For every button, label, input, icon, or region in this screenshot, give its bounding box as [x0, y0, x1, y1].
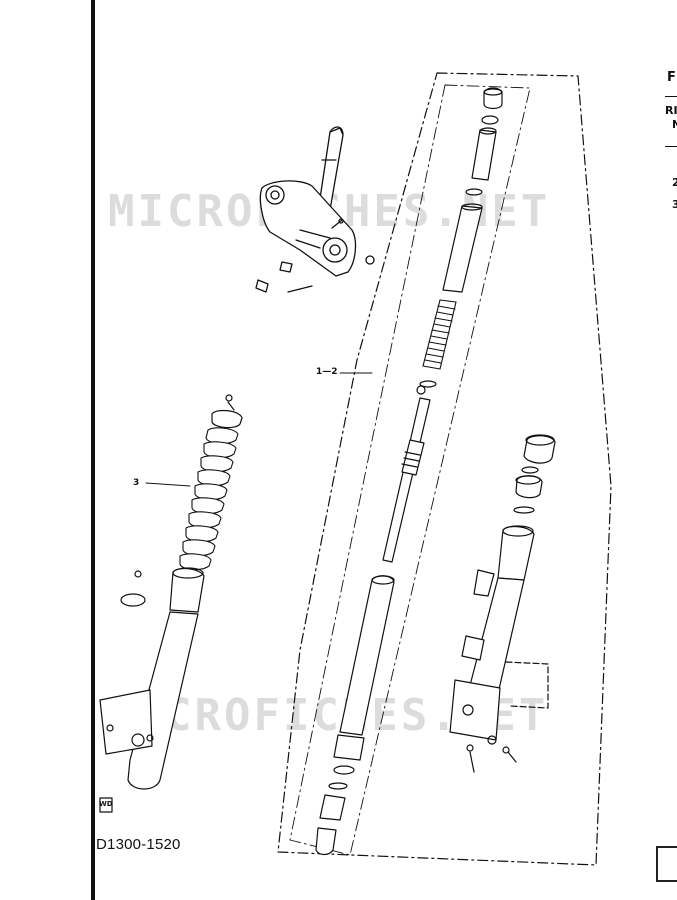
- binding-rule: [91, 0, 95, 900]
- inner-tube-guide-line: [289, 84, 531, 856]
- callout-leader-3: [145, 482, 191, 487]
- part-code-label: D1300-1520: [96, 836, 181, 853]
- right-column-row-2: 2: [672, 176, 677, 189]
- callout-label-1-2: 1—2: [316, 367, 338, 377]
- left-fork-leg: [99, 394, 243, 813]
- callout-label-3: 3: [133, 478, 140, 488]
- right-column-rule-2: [665, 146, 677, 147]
- right-column-row-3: 3: [672, 198, 677, 211]
- right-column-ref-head: RI: [665, 104, 677, 117]
- assembly-group-outline: [277, 72, 612, 866]
- right-column-no-head: N: [672, 118, 677, 131]
- fork-boot: [179, 427, 239, 571]
- right-column-header: F: [667, 70, 676, 85]
- bottom-left-tag: WD: [99, 800, 113, 808]
- right-fork-leg: [449, 434, 556, 773]
- right-column-rule: [665, 96, 677, 97]
- steering-stem: [255, 126, 375, 293]
- corner-frame: [656, 846, 677, 882]
- fork-spring: [422, 299, 457, 370]
- fork-internals: [315, 87, 503, 856]
